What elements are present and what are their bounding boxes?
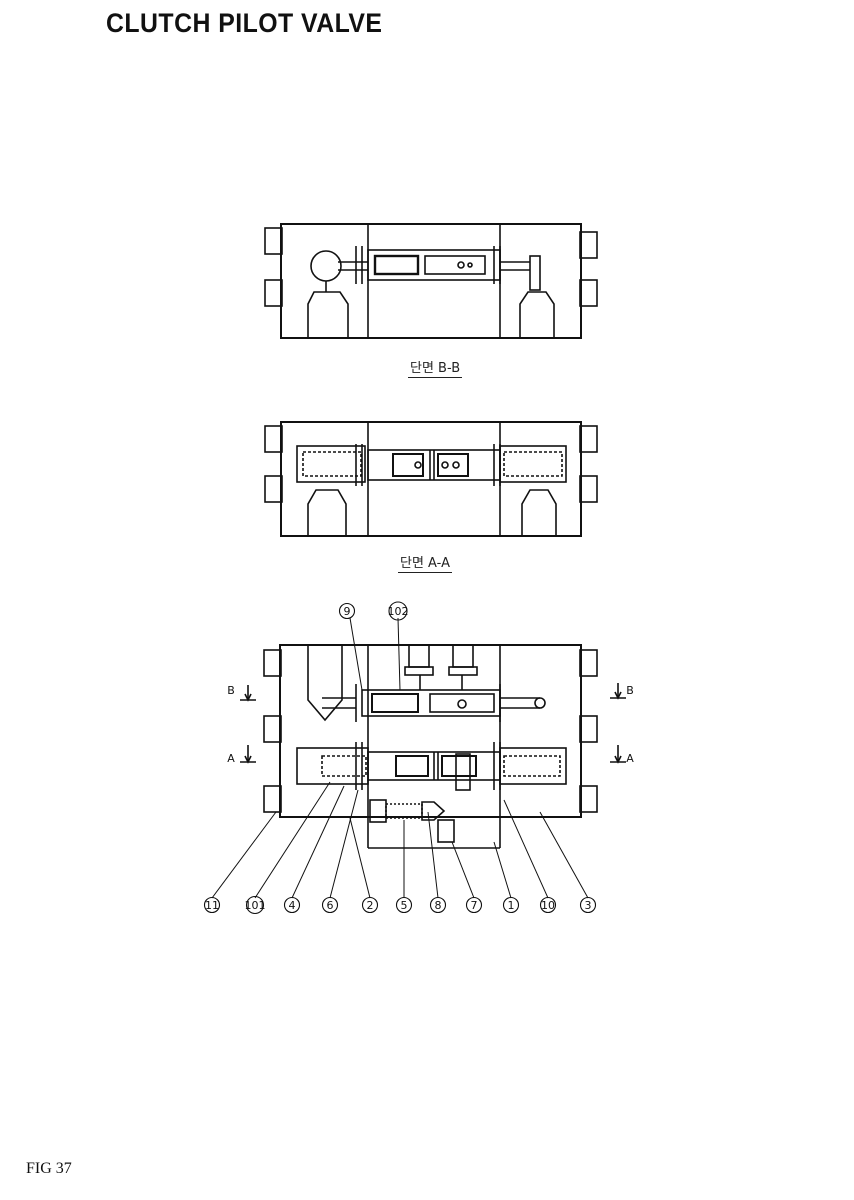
callout-circles	[203, 601, 597, 915]
callout-1: 1	[508, 899, 515, 912]
section-bb-label: 단면 B-B	[408, 357, 463, 378]
marker-a-right: A	[626, 752, 634, 765]
assembly-view	[263, 644, 598, 849]
leader-lines	[211, 617, 589, 899]
callout-4: 4	[289, 899, 296, 912]
callout-9: 9	[344, 605, 351, 618]
marker-b-left: B	[227, 684, 235, 697]
section-markers	[240, 683, 626, 764]
callout-3: 3	[585, 899, 592, 912]
callout-102: 102	[388, 605, 409, 618]
callout-7: 7	[471, 899, 478, 912]
callout-2: 2	[367, 899, 374, 912]
callout-6: 6	[327, 899, 334, 912]
callout-8: 8	[435, 899, 442, 912]
callout-101: 101	[245, 899, 266, 912]
marker-a-left: A	[227, 752, 235, 765]
section-aa-view	[264, 421, 598, 537]
figure-label: FIG 37	[26, 1160, 72, 1177]
callout-5: 5	[401, 899, 408, 912]
marker-b-right: B	[626, 684, 634, 697]
callout-11: 11	[205, 899, 219, 912]
section-bb-view	[264, 223, 598, 339]
callout-10: 10	[541, 899, 555, 912]
section-aa-label: 단면 A-A	[398, 552, 452, 573]
page-title: CLUTCH PILOT VALVE	[106, 8, 383, 38]
